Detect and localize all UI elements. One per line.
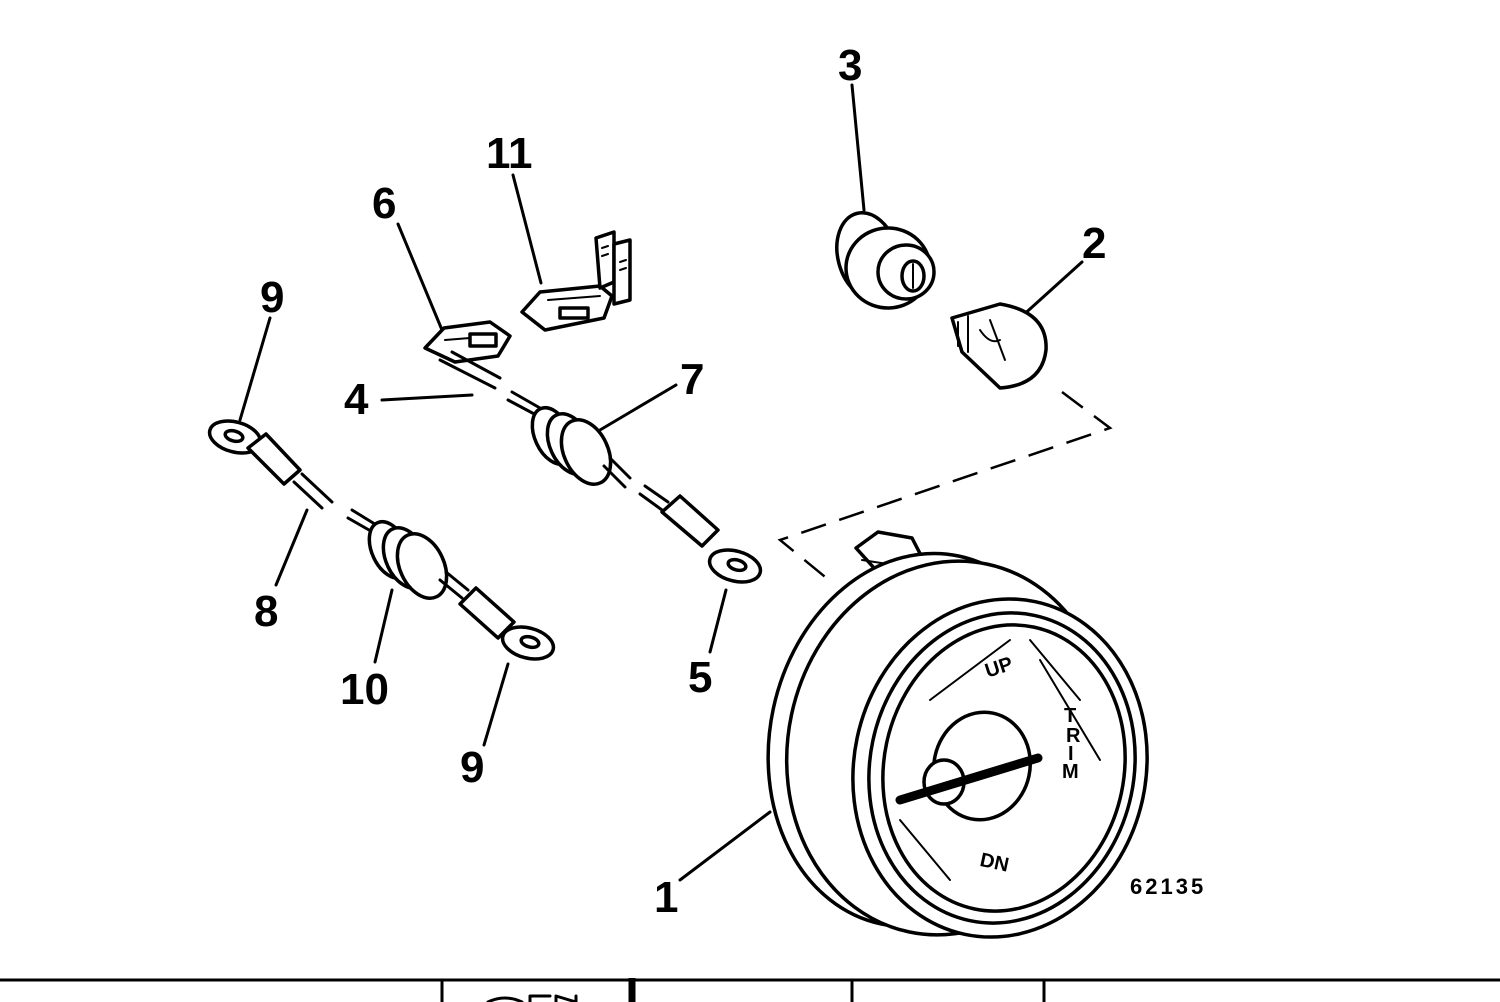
callout-numbers: 3 2 11 6 9 4 7 8 10 5 9 1 bbox=[254, 41, 1106, 922]
callout-11: 11 bbox=[486, 129, 533, 178]
leader-8 bbox=[274, 508, 309, 587]
callout-1: 1 bbox=[654, 873, 678, 922]
leader-1 bbox=[678, 810, 772, 882]
callout-9-top: 9 bbox=[260, 273, 284, 322]
leader-11 bbox=[511, 173, 543, 285]
leader-9-top bbox=[238, 316, 272, 422]
dial-label-trim-2: I bbox=[1068, 743, 1074, 765]
leader-9-bottom bbox=[482, 662, 510, 747]
callout-8: 8 bbox=[254, 587, 278, 636]
callout-10: 10 bbox=[340, 665, 389, 714]
callout-7: 7 bbox=[680, 355, 704, 404]
figure-number: 62135 bbox=[1130, 874, 1206, 899]
callout-5: 5 bbox=[688, 653, 712, 702]
bulb-socket bbox=[835, 211, 936, 310]
callout-4: 4 bbox=[344, 375, 369, 424]
dial-label-trim-0: T bbox=[1064, 705, 1076, 727]
callout-2: 2 bbox=[1082, 219, 1106, 268]
leader-5 bbox=[708, 588, 728, 654]
bulb bbox=[950, 302, 1048, 390]
callout-6: 6 bbox=[372, 179, 396, 228]
leader-3 bbox=[850, 83, 866, 212]
dial-label-trim-3: M bbox=[1062, 761, 1079, 783]
connector-terminal bbox=[520, 230, 632, 332]
assembly-dashed-line bbox=[777, 391, 1113, 586]
trim-gauge: UP DN T R I M bbox=[766, 530, 1149, 939]
spade-terminal bbox=[423, 320, 512, 364]
wire-assembly-upper bbox=[438, 350, 763, 584]
leader-7 bbox=[598, 383, 678, 432]
callout-3: 3 bbox=[838, 41, 862, 90]
parts-table-frame bbox=[0, 978, 1500, 1002]
callout-9-bottom: 9 bbox=[460, 743, 484, 792]
leader-2 bbox=[1018, 260, 1084, 320]
leader-4 bbox=[380, 393, 474, 402]
dial-label-trim-1: R bbox=[1066, 725, 1081, 747]
leader-lines bbox=[238, 83, 1084, 882]
leader-10 bbox=[373, 588, 394, 664]
leader-6 bbox=[396, 222, 444, 332]
wire-assembly-lower bbox=[207, 419, 556, 661]
